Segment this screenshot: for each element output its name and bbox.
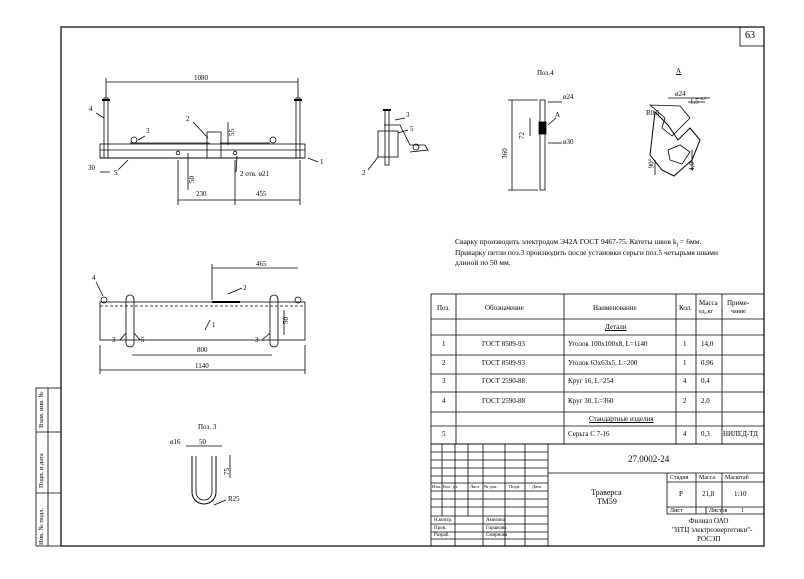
front-view [95,78,319,205]
table-row: 4 ГОСТ 2590-88 Круг 30, L=360 2 2,0 [442,397,710,405]
dim-1140: 1140 [195,362,209,370]
section-a-15: 1,5+0,5 [690,96,707,106]
stamp-replace-inv: Взам. инв. № [38,391,45,428]
dim-455: 455 [256,190,267,198]
pos3-title: Поз. 3 [198,423,217,431]
dim-230: 230 [196,190,207,198]
sheet-frame [60,26,765,547]
spec-section-std: Стандартные изделия [589,415,654,423]
pos4-72: 72 [518,132,526,139]
callout-side-2: 2 [362,169,366,177]
callout-side-5: 5 [410,125,414,133]
pos4-d30: ø30 [563,138,574,146]
spec-header-mass-unit: ед.,кг [699,309,714,315]
mass-value: 21,8 [702,490,715,498]
sheets-label: Листов [709,508,728,514]
side-view [367,109,429,171]
sheet-label: Лист [670,508,683,514]
table-row: 1 ГОСТ 8509-93 Уголок 100x100x8, L=1140 … [442,340,714,348]
title-block-lines [430,443,765,547]
section-a-view [648,97,710,177]
callout-plan-3b: 3 [255,336,259,344]
spec-header-mass: Масса [699,299,718,307]
pos3-50: 50 [199,438,206,446]
page-number: 63 [745,30,755,41]
dim-800: 800 [197,346,208,354]
spec-table-lines [430,293,765,445]
callout-1: 1 [320,158,324,166]
spec-header-designation: Обозначение [485,304,524,312]
note-line-2: Приварку петли поз.3 производить после у… [455,248,718,257]
stamp-sign-date: Подп. и дата [38,453,45,488]
callout-plan-5: 5 [141,336,145,344]
sheets-value: 1 [741,508,744,514]
pos4-marker-a: А [555,111,561,119]
page-number-box [739,26,765,47]
dim-50: 50 [188,176,196,183]
scale-label: Масштаб [725,475,749,481]
pos4-d24: ø24 [563,93,574,101]
section-a-40: 4,0 [687,162,696,171]
note-line-1: Сварку производить электродом Э42А ГОСТ … [455,237,702,249]
callout-plan-1: 1 [212,321,216,329]
spec-header-note2: чание [731,309,746,315]
callout-plan-2: 2 [243,284,247,292]
stamp-inv-orig: Инв. № подл. [38,507,45,545]
org-line-3: РОСЭП [697,535,721,543]
pos3-d16: ø16 [170,438,181,446]
org-line-1: Филиал ОАО [689,517,729,525]
spec-header-name: Наименование [593,304,637,312]
dim-465: 465 [256,260,267,268]
title-block-code: 27.0002-24 [628,454,670,464]
note-line-3: длиной по 50 мм. [455,258,511,267]
scale-value: 1:10 [734,490,747,498]
callout-3: 3 [146,127,150,135]
mass-label: Масса [699,475,716,481]
dim-50b: 50 [282,317,290,324]
callout-2: 2 [186,115,190,123]
stage-label: Стадия [670,475,689,481]
spec-header-note: Приме- [727,299,750,307]
section-a-title: А [676,67,682,75]
org-line-2: "НТЦ электроэнергетики"- [672,526,753,534]
spec-section-parts: Детали [605,323,627,331]
title-block-title-2: ТМ59 [597,497,617,506]
pos3-r25: R25 [228,495,240,503]
callout-4: 4 [89,105,93,113]
dim-holes: 2 отв. ø21 [240,170,270,178]
spec-header-pos: Поз. [437,304,451,312]
spec-header-qty: Кол. [679,304,692,312]
pos4-title: Поз.4 [537,69,554,77]
plan-view [95,264,306,374]
callout-5: 5 [114,169,118,177]
callout-side-3: 3 [406,111,410,119]
section-a-d24: ø24 [675,90,686,98]
table-row: 2 ГОСТ 8509-93 Уголок 63x63x5, L=200 1 0… [442,359,714,367]
dim-55: 55 [228,129,236,136]
side-stamp [35,387,62,547]
section-a-90: 90° [647,158,656,169]
pos4-360: 360 [500,148,509,159]
pos3-75: 75 [223,468,231,475]
table-row: 3 ГОСТ 2590-88 Круг 16, L=254 4 0,4 [442,377,710,385]
title-block-title-1: Траверса [591,488,622,497]
dim-1080: 1080 [194,74,208,82]
section-a-r05: R0,5 [646,109,660,117]
dim-30: 30 [88,164,95,172]
callout-plan-4: 4 [92,274,96,282]
table-row: 5 Серьга С 7-16 4 0,3 НИЛЕД-ТД [442,430,758,438]
pos3-view [186,445,231,506]
callout-plan-3: 3 [112,336,116,344]
stage-value: Р [679,490,683,498]
pos4-view [508,99,562,191]
